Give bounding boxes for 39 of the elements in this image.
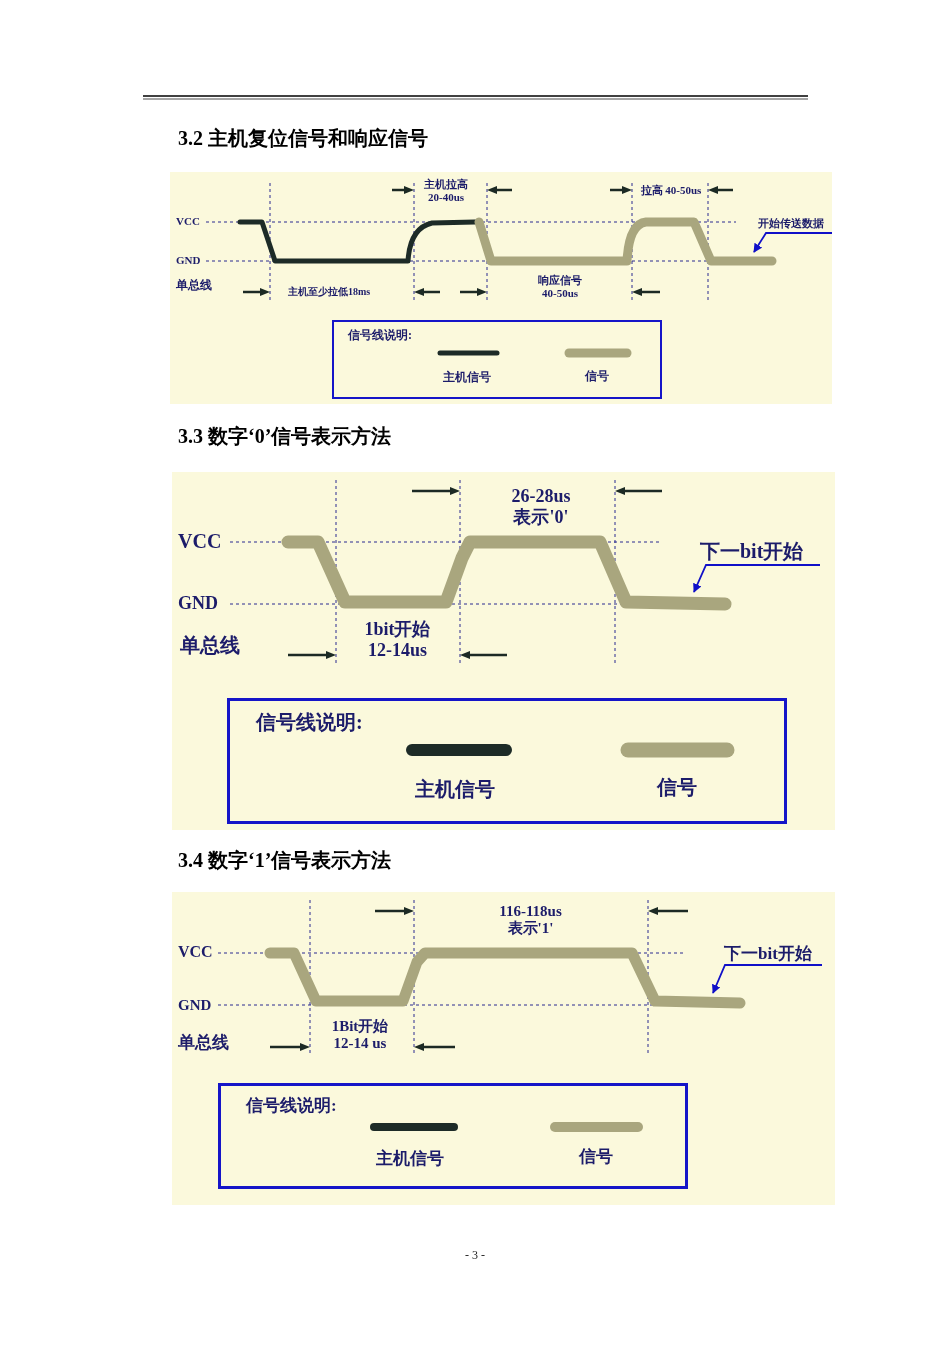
bus-label: 单总线: [180, 634, 241, 657]
leader-arrow: [712, 964, 823, 994]
section-heading: 3.2 主机复位信号和响应信号: [178, 127, 429, 150]
legend-label: 主机信号: [414, 778, 496, 801]
legend-label: 主机信号: [442, 371, 492, 385]
level-label: GND: [178, 997, 212, 1015]
section-heading: 3.4 数字‘1’信号表示方法: [178, 849, 393, 872]
legend-label: 信号: [578, 1147, 614, 1167]
level-label: GND: [176, 254, 201, 267]
legend-heading: 信号线说明:: [256, 710, 363, 735]
legend-heading: 信号线说明:: [246, 1095, 337, 1117]
legend-box: [227, 698, 787, 824]
level-label: VCC: [178, 530, 222, 553]
timing-label: 1Bit开始 12-14 us: [330, 1018, 390, 1053]
level-label: GND: [178, 593, 218, 614]
leader-arrow: [693, 564, 821, 593]
legend-box: [332, 320, 662, 399]
leader-arrow: [753, 232, 833, 253]
timing-label: 拉高 40-50us: [639, 184, 703, 197]
timing-label: 1bit开始 12-14us: [363, 619, 432, 661]
callout-text: 下一bit开始: [700, 539, 804, 564]
page-number: - 3 -: [464, 1249, 486, 1263]
timing-label: 响应信号 40-50us: [537, 274, 583, 300]
legend-label: 信号: [583, 370, 610, 384]
callout-text: 下一bit开始: [724, 943, 812, 965]
legend-box: [218, 1083, 688, 1189]
level-label: VCC: [176, 215, 200, 228]
legend-heading: 信号线说明:: [348, 327, 412, 344]
section-heading: 3.3 数字‘0’信号表示方法: [178, 425, 393, 448]
bus-label: 单总线: [178, 1033, 230, 1053]
timing-label: 26-28us 表示'0': [510, 486, 572, 528]
timing-label: 主机至少拉低18ms: [288, 286, 372, 298]
level-label: VCC: [178, 943, 213, 962]
timing-label: 主机拉高 20-40us: [423, 178, 469, 204]
timing-label: 116-118us 表示'1': [498, 903, 563, 938]
bus-label: 单总线: [176, 279, 213, 293]
legend-label: 主机信号: [375, 1149, 445, 1169]
callout-text: 开始传送数据: [758, 216, 824, 231]
legend-label: 信号: [656, 776, 698, 799]
